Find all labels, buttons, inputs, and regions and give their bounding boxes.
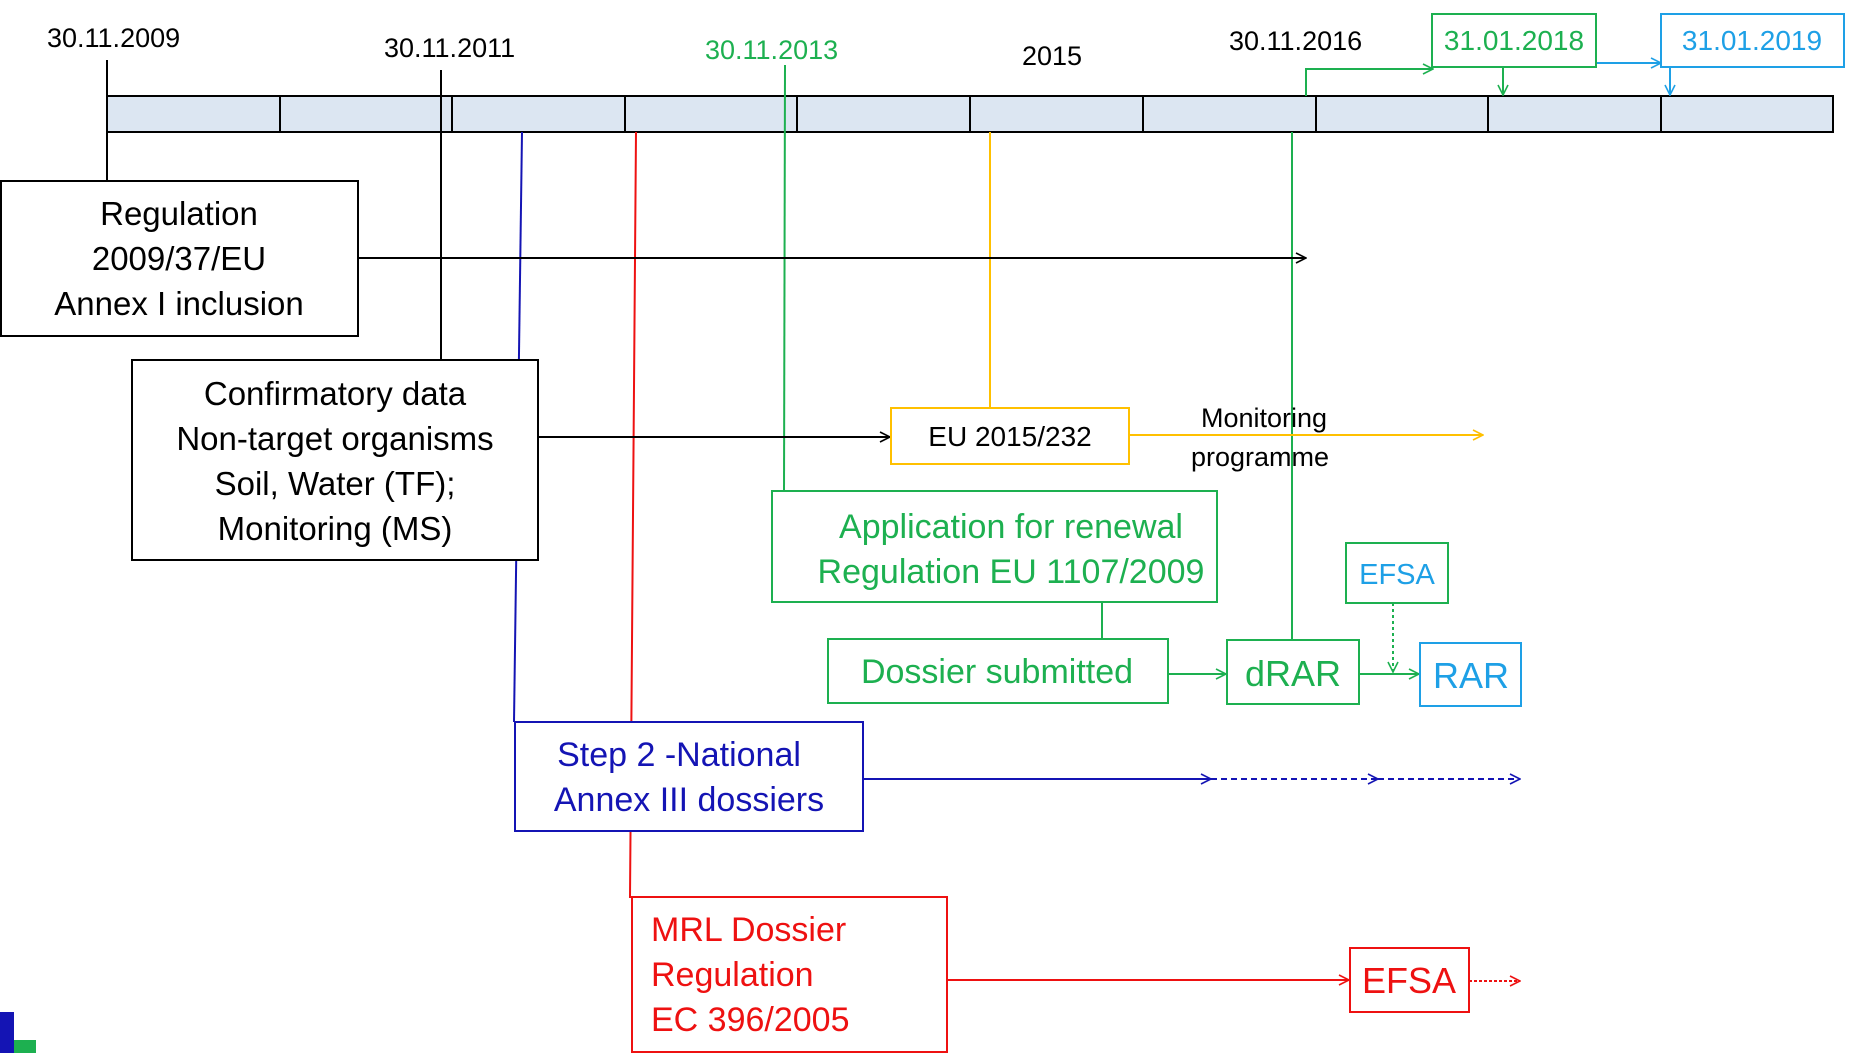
date-label-2011: 30.11.2011 — [384, 33, 515, 63]
renewal-line-1: Application for renewal — [839, 508, 1183, 546]
rar-box: RAR — [1419, 642, 1522, 707]
confirmatory-box: Confirmatory data Non-target organisms S… — [131, 359, 539, 561]
date-label-2019: 31.01.2019 — [1682, 25, 1822, 56]
dossier-submitted-box: Dossier submitted — [827, 638, 1169, 704]
regulation-box: Regulation 2009/37/EU Annex I inclusion — [0, 180, 359, 337]
timeline-bar — [106, 95, 1834, 133]
renewal-box: Application for renewal Regulation EU 11… — [771, 490, 1218, 603]
connector-mrl — [628, 131, 637, 898]
efsa-green-label: EFSA — [1359, 559, 1435, 591]
efsa-red-label: EFSA — [1362, 960, 1456, 1001]
date-label-2009: 30.11.2009 — [47, 23, 180, 53]
confirmatory-line-4: Monitoring (MS) — [218, 510, 453, 547]
confirmatory-line-3: Soil, Water (TF); — [215, 465, 456, 502]
confirmatory-line-1: Confirmatory data — [204, 375, 467, 412]
date-box-2019: 31.01.2019 — [1660, 13, 1845, 68]
date-label-2018: 31.01.2018 — [1444, 25, 1584, 56]
mrl-line-1: MRL Dossier — [651, 911, 846, 949]
regulation-line-2: 2009/37/EU — [92, 240, 266, 277]
efsa-green-box: EFSA — [1345, 542, 1449, 604]
step2-line-1: Step 2 -National — [557, 736, 801, 774]
mrl-line-3: EC 396/2005 — [651, 1001, 850, 1039]
connector-2016-2018 — [1305, 69, 1433, 96]
date-label-2015: 2015 — [1022, 41, 1082, 71]
confirmatory-line-2: Non-target organisms — [176, 420, 493, 457]
monitoring-line-2: programme — [1191, 442, 1329, 472]
mrl-line-2: Regulation — [651, 956, 814, 994]
date-box-2018: 31.01.2018 — [1431, 13, 1597, 68]
mrl-box: MRL Dossier Regulation EC 396/2005 — [631, 896, 948, 1053]
dossier-submitted-label: Dossier submitted — [861, 653, 1133, 691]
date-label-2016: 30.11.2016 — [1229, 26, 1362, 56]
eu2015-label: EU 2015/232 — [928, 421, 1091, 452]
rar-label: RAR — [1433, 655, 1509, 696]
date-label-2013: 30.11.2013 — [705, 35, 838, 65]
step2-box: Step 2 -National Annex III dossiers — [514, 721, 864, 832]
regulation-line-1: Regulation — [100, 195, 258, 232]
step2-line-2: Annex III dossiers — [554, 781, 824, 819]
drar-label: dRAR — [1245, 653, 1341, 694]
renewal-line-2: Regulation EU 1107/2009 — [818, 553, 1205, 591]
efsa-red-box: EFSA — [1349, 947, 1470, 1013]
regulation-line-3: Annex I inclusion — [54, 285, 303, 322]
drar-box: dRAR — [1226, 639, 1360, 705]
monitoring-line-1: Monitoring — [1201, 403, 1327, 433]
eu2015-box: EU 2015/232 — [890, 407, 1130, 465]
connector-2013 — [783, 64, 786, 492]
logo-fragment — [0, 1012, 36, 1053]
